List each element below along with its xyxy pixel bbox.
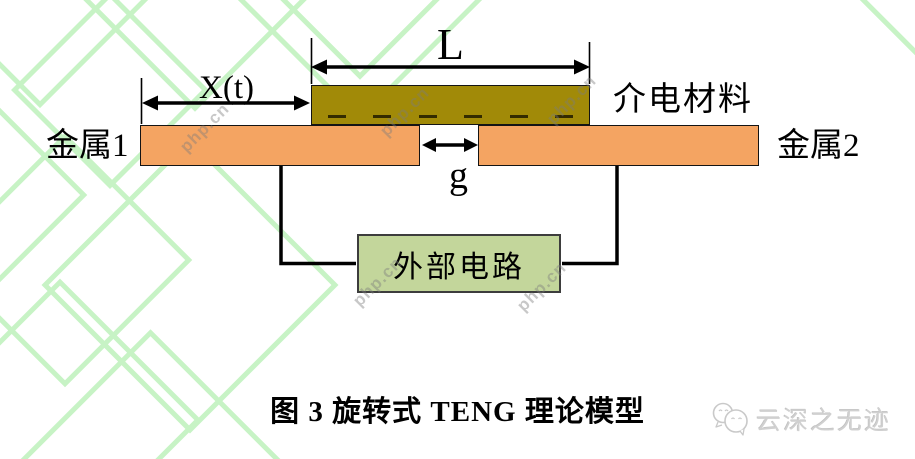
negative-charge-mark (418, 115, 437, 118)
displacement-dimension-label: X(t) (199, 70, 254, 106)
dielectric-slab (311, 85, 590, 125)
metal2-label: 金属2 (777, 128, 860, 164)
charge-marks-host (311, 85, 590, 125)
dielectric-label: 介电材料 (613, 82, 753, 118)
brand-watermark-text: 云深之无迹 (755, 408, 891, 435)
external-circuit-label: 外部电路 (393, 250, 525, 284)
negative-charge-mark (464, 115, 483, 118)
negative-charge-mark (328, 115, 346, 118)
negative-charge-mark (373, 115, 392, 118)
chat-bubbles-icon (712, 402, 748, 436)
metal1-label: 金属1 (46, 128, 129, 164)
metal1-electrode (140, 125, 420, 166)
negative-charge-mark (509, 115, 528, 118)
figure-caption: 图 3 旋转式 TENG 理论模型 (270, 396, 645, 428)
gap-dimension-label: g (449, 155, 468, 197)
metal2-electrode (478, 125, 759, 166)
brand-watermark: 云深之无迹 (710, 401, 891, 437)
length-dimension-label: L (437, 20, 464, 69)
external-circuit-box: 外部电路 (357, 234, 561, 293)
pattern-diamond (844, 0, 915, 106)
negative-charge-mark (554, 115, 573, 118)
